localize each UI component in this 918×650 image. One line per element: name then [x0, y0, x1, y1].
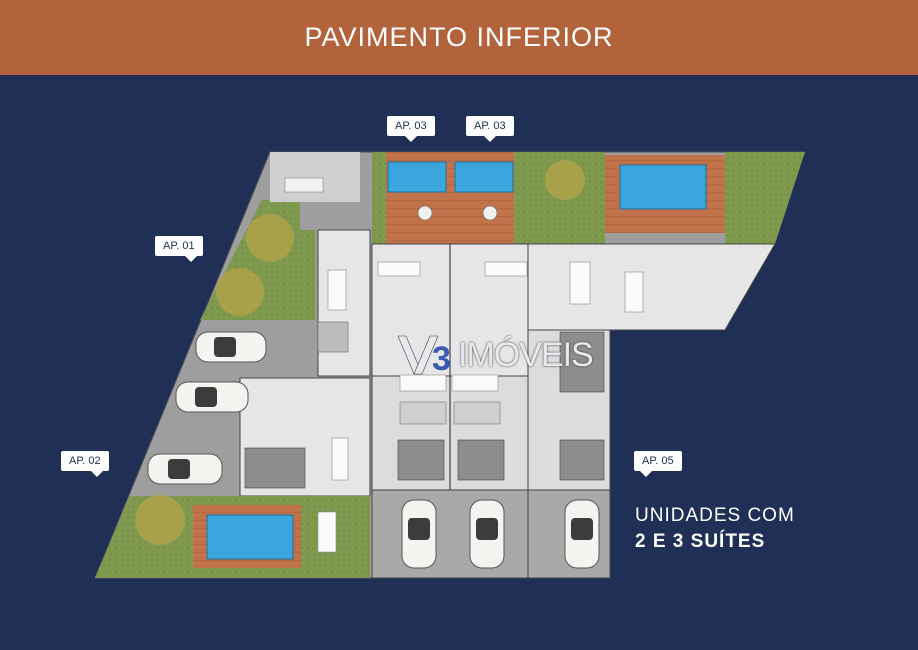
tree-ap01-b	[216, 268, 264, 316]
v3-imoveis-watermark: 3 IMÓVEIS	[396, 330, 594, 380]
car-ap02-b	[147, 453, 223, 485]
callout-ap05: AP. 05	[634, 451, 682, 477]
counter-ap03-b	[484, 261, 528, 277]
table-ap03-a	[417, 205, 433, 221]
car-ap03-b	[469, 499, 505, 569]
units-info-line1: UNIDADES COM	[635, 505, 795, 526]
tree-ap05	[545, 160, 585, 200]
counter-ap05	[569, 261, 591, 305]
car-ap01	[195, 331, 267, 363]
sofa-ap03-b	[457, 439, 505, 481]
pool-ap03-a	[387, 161, 447, 193]
units-info-line2: 2 E 3 SUÍTES	[635, 531, 766, 552]
callout-ap03-left: AP. 03	[387, 116, 435, 142]
table-ap03-b	[482, 205, 498, 221]
dining-ap02	[331, 437, 349, 481]
grass-ap03-b	[514, 152, 528, 244]
office-ap05	[559, 331, 605, 393]
sofa-ap02	[244, 447, 306, 489]
pool-ap05	[619, 164, 707, 210]
table-ap02	[317, 511, 337, 553]
page-title: PAVIMENTO INFERIOR	[304, 22, 614, 52]
callout-label: AP. 03	[474, 120, 506, 132]
pool-ap03-b	[454, 161, 514, 193]
units-info: UNIDADES COM 2 E 3 SUÍTES	[635, 505, 795, 553]
callout-label: AP. 01	[163, 240, 195, 252]
counter-ap03-a	[377, 261, 421, 277]
garden-ap05-b	[725, 152, 805, 244]
callout-label: AP. 05	[642, 455, 674, 467]
pool-ap02	[206, 514, 294, 560]
sofa-ap03-a	[397, 439, 445, 481]
dining-ap03-b	[451, 374, 499, 392]
car-ap05	[564, 499, 600, 569]
watermark-text: IMÓVEIS	[458, 336, 594, 374]
callout-ap01: AP. 01	[155, 236, 203, 262]
tree-ap02	[135, 495, 185, 545]
dining-ap03-a	[399, 374, 447, 392]
header-banner: PAVIMENTO INFERIOR	[0, 0, 918, 75]
dining-ap05	[624, 271, 644, 313]
callout-ap02: AP. 02	[61, 451, 109, 477]
stairs-ap03-b	[453, 401, 501, 425]
v3-logo-icon: 3	[397, 335, 451, 378]
dining-ap01	[327, 269, 347, 311]
callout-label: AP. 03	[395, 120, 427, 132]
tree-ap01-a	[246, 214, 294, 262]
stairs-ap03-a	[399, 401, 447, 425]
callout-ap03-right: AP. 03	[466, 116, 514, 142]
interior-ap05-upper	[527, 243, 776, 331]
svg-text:3: 3	[432, 340, 451, 378]
car-ap03-a	[401, 499, 437, 569]
sofa-ap05	[559, 439, 605, 481]
garage-ap03	[371, 489, 529, 579]
grass-ap03-a	[372, 152, 386, 244]
terrace-ap01	[270, 152, 360, 202]
table-ap01	[284, 177, 324, 193]
sofa-ap01	[317, 321, 349, 353]
car-ap02-a	[175, 381, 249, 413]
callout-label: AP. 02	[69, 455, 101, 467]
